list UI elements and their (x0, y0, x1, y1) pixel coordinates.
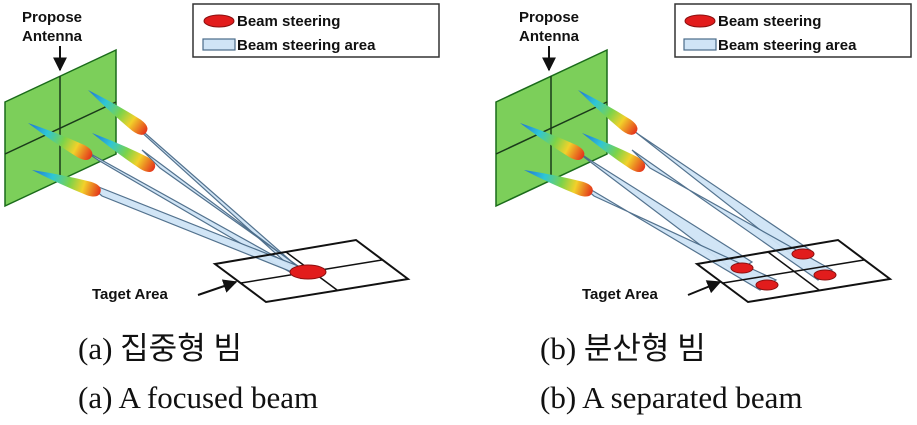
beam-lobes (520, 90, 646, 197)
antenna-panel (4, 48, 117, 208)
caption-korean: (a) 집중형 빔 (78, 331, 242, 366)
beam-steering-areas (571, 119, 834, 291)
target-area-grid (694, 238, 893, 304)
target-area-label: Taget Area (582, 286, 659, 303)
target-pointer-arrow (197, 279, 238, 296)
beam-area-3 (631, 149, 834, 281)
beam-lobe-1 (88, 90, 148, 135)
legend-area-swatch (202, 38, 236, 51)
beam-spot-2 (730, 262, 754, 274)
target-pointer-arrow (687, 280, 722, 296)
antenna-label-line1: Propose (519, 9, 579, 26)
beam-spot-4 (755, 279, 779, 291)
caption-english: (a) A focused beam (78, 380, 318, 415)
beam-lobe-3 (582, 133, 646, 173)
beam-lobes (28, 90, 156, 197)
legend-area-label: Beam steering area (718, 37, 857, 54)
antenna-label-line2: Antenna (22, 28, 83, 45)
beam-area-4 (577, 181, 778, 291)
antenna-label-line2: Antenna (519, 28, 580, 45)
beam-steering-areas (79, 119, 313, 280)
panel-a: Propose Antenna (4, 3, 440, 415)
legend-steering-label: Beam steering (718, 13, 821, 30)
legend-steering-swatch (203, 14, 235, 28)
beam-spot-1 (791, 248, 815, 260)
beam-area-2 (571, 147, 754, 273)
antenna-label-line1: Propose (22, 9, 82, 26)
beam-lobe-4 (524, 170, 593, 197)
legend-area-swatch (683, 38, 717, 51)
beam-lobe-1 (578, 90, 638, 135)
beam-spot-3 (813, 269, 837, 281)
caption-english: (b) A separated beam (540, 380, 803, 415)
beam-lobe-3 (92, 133, 156, 173)
beam-lobe-2 (28, 123, 93, 161)
legend-area-label: Beam steering area (237, 37, 376, 54)
beam-area-4 (85, 181, 304, 278)
beam-lobe-2 (520, 123, 585, 161)
beam-lobe-4 (32, 170, 101, 197)
beam-spot-focused (289, 264, 327, 280)
legend-steering-label: Beam steering (237, 13, 340, 30)
legend: Beam steering Beam steering area (192, 3, 440, 58)
caption-korean: (b) 분산형 빔 (540, 331, 706, 366)
legend-steering-swatch (684, 14, 716, 28)
antenna-panel (495, 48, 608, 208)
legend: Beam steering Beam steering area (674, 3, 912, 58)
panel-b: Propose Antenna Taget Ar (495, 3, 912, 415)
target-area-label: Taget Area (92, 286, 169, 303)
beam-area-1 (619, 119, 812, 259)
